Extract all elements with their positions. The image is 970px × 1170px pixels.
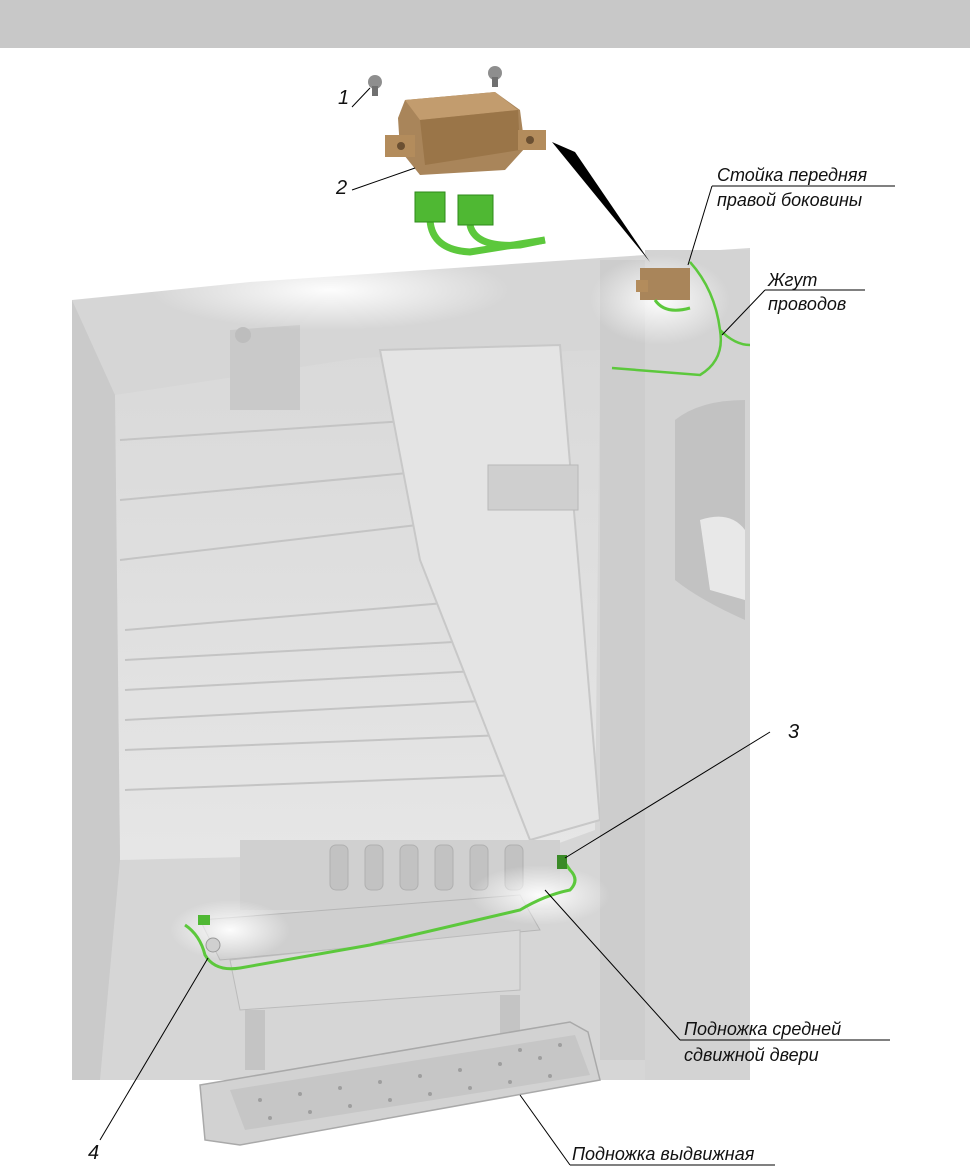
callout-2: 2 <box>336 178 347 198</box>
control-module <box>385 92 546 175</box>
label-pillar-line2: правой боковины <box>717 190 862 210</box>
label-pillar-line1: Стойка передняя <box>717 165 867 185</box>
callout-1: 1 <box>338 88 349 108</box>
label-harness-line1: Жгут <box>768 270 817 290</box>
label-door-step-line1: Подножка средней <box>684 1019 841 1039</box>
vehicle-body <box>72 248 750 1080</box>
module-connectors <box>415 192 545 252</box>
label-harness-line2: проводов <box>768 294 846 314</box>
label-door-step-line2: сдвижной двери <box>684 1045 819 1065</box>
harness-connector-3 <box>557 855 567 869</box>
callout-3: 3 <box>788 722 799 742</box>
screw-2 <box>488 66 502 87</box>
screw-1 <box>368 75 382 96</box>
callout-4: 4 <box>88 1143 99 1163</box>
zoom-wedge <box>552 142 650 262</box>
label-retractable-step: Подножка выдвижная <box>572 1144 754 1164</box>
